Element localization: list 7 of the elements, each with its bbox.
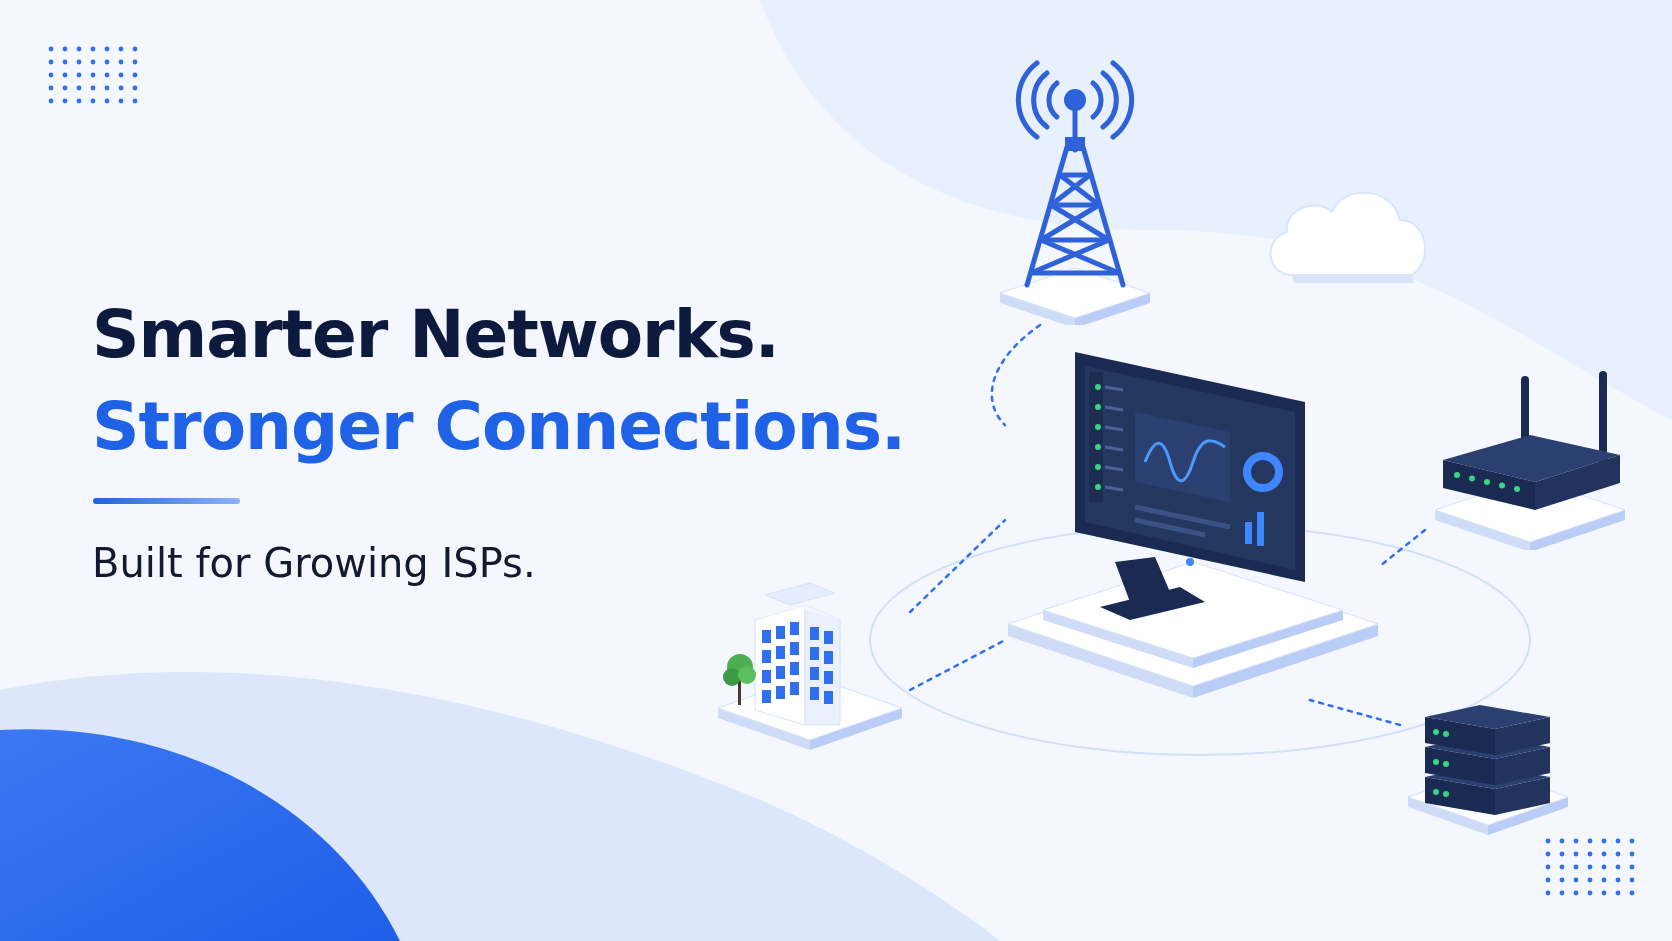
subtitle: Built for Growing ISPs. — [92, 540, 536, 586]
computer-monitor-drawing — [1005, 352, 1380, 700]
heading: Smarter Networks. — [92, 296, 779, 373]
dashed-connector — [908, 518, 1007, 614]
dashed-connector — [1308, 698, 1402, 727]
heading: Stronger Connections. — [92, 388, 905, 465]
dashed-connector — [990, 323, 1042, 427]
